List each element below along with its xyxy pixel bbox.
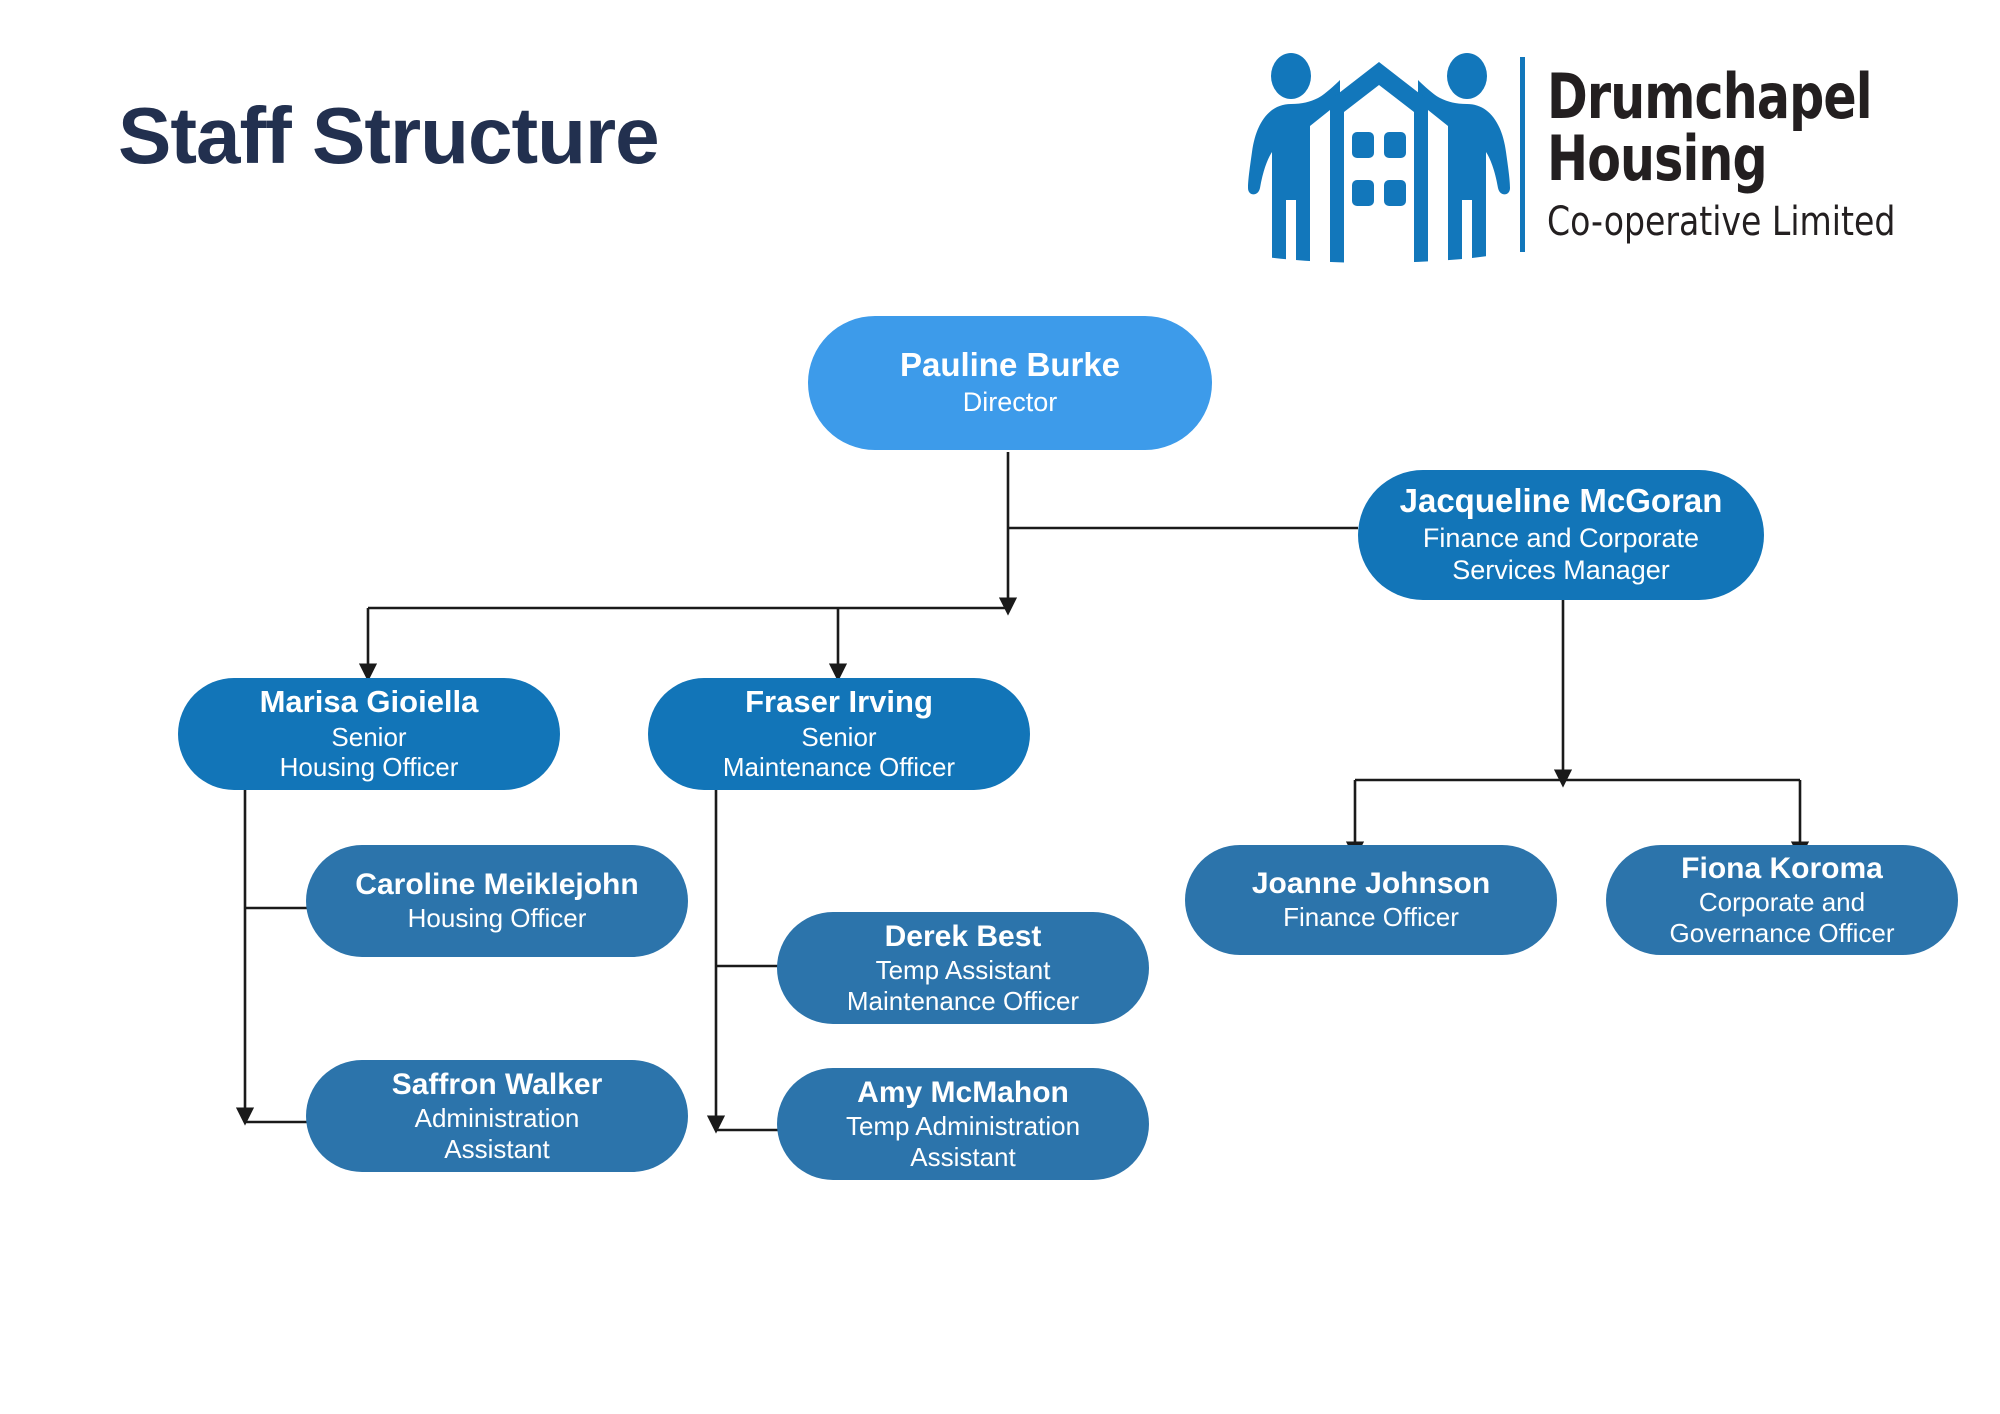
org-node-role-line: Temp Assistant bbox=[875, 955, 1051, 986]
logo-wordmark: Drumchapel Housing Co-operative Limited bbox=[1547, 60, 1926, 245]
org-node-role: Administration Assistant bbox=[415, 1103, 580, 1164]
org-node-role: Finance and Corporate Services Manager bbox=[1423, 523, 1699, 587]
org-node-role: Director bbox=[963, 387, 1058, 419]
logo-line-housing: Housing bbox=[1547, 122, 1768, 195]
org-node-role: Senior Housing Officer bbox=[280, 722, 459, 783]
org-node-role-line: Senior bbox=[331, 721, 407, 752]
org-node-role-line: Housing Officer bbox=[279, 752, 459, 783]
org-node-name: Fiona Koroma bbox=[1681, 851, 1883, 885]
page-title: Staff Structure bbox=[118, 91, 660, 180]
org-node-role-line: Senior bbox=[801, 721, 877, 752]
org-node-name: Pauline Burke bbox=[899, 346, 1121, 384]
org-node-role-line: Assistant bbox=[910, 1141, 1016, 1172]
org-node-role-line: Director bbox=[962, 387, 1058, 418]
logo-line-drumchapel: Drumchapel bbox=[1547, 60, 1873, 133]
org-node-fiona-koroma[interactable]: Fiona Koroma Corporate and Governance Of… bbox=[1606, 845, 1958, 955]
org-node-role-line: Maintenance Officer bbox=[722, 752, 956, 783]
org-node-role: Corporate and Governance Officer bbox=[1670, 887, 1895, 948]
org-node-name: Saffron Walker bbox=[391, 1067, 603, 1101]
org-node-role: Temp Assistant Maintenance Officer bbox=[847, 955, 1079, 1016]
drumchapel-housing-logo: Drumchapel Housing Co-operative Limited bbox=[1248, 30, 1980, 278]
org-node-amy-mcmahon[interactable]: Amy McMahon Temp Administration Assistan… bbox=[777, 1068, 1149, 1180]
org-node-name: Fraser Irving bbox=[745, 683, 933, 719]
org-node-role-line: Governance Officer bbox=[1669, 917, 1895, 948]
org-node-fraser-irving[interactable]: Fraser Irving Senior Maintenance Officer bbox=[648, 678, 1030, 790]
org-node-role: Housing Officer bbox=[408, 903, 587, 934]
org-node-name: Amy McMahon bbox=[857, 1075, 1069, 1109]
org-node-role: Temp Administration Assistant bbox=[846, 1111, 1080, 1172]
org-node-caroline-meiklejohn[interactable]: Caroline Meiklejohn Housing Officer bbox=[306, 845, 688, 957]
org-node-role: Finance Officer bbox=[1283, 902, 1459, 933]
org-node-role-line: Assistant bbox=[444, 1133, 550, 1164]
org-node-role-line: Finance Officer bbox=[1283, 902, 1459, 933]
org-node-name: Marisa Gioiella bbox=[259, 683, 479, 719]
org-node-name: Joanne Johnson bbox=[1251, 866, 1491, 900]
logo-divider bbox=[1520, 56, 1525, 252]
org-node-pauline-burke[interactable]: Pauline Burke Director bbox=[808, 316, 1212, 450]
org-node-role-line: Housing Officer bbox=[407, 903, 587, 934]
org-node-role-line: Finance and Corporate bbox=[1422, 523, 1700, 554]
two-people-house-icon bbox=[1248, 53, 1510, 268]
org-node-derek-best[interactable]: Derek Best Temp Assistant Maintenance Of… bbox=[777, 912, 1149, 1024]
org-node-joanne-johnson[interactable]: Joanne Johnson Finance Officer bbox=[1185, 845, 1557, 955]
org-node-role-line: Temp Administration bbox=[845, 1111, 1081, 1142]
org-node-marisa-gioiella[interactable]: Marisa Gioiella Senior Housing Officer bbox=[178, 678, 560, 790]
org-node-saffron-walker[interactable]: Saffron Walker Administration Assistant bbox=[306, 1060, 688, 1172]
org-node-role-line: Maintenance Officer bbox=[846, 985, 1080, 1016]
org-node-role-line: Corporate and bbox=[1698, 887, 1866, 918]
org-node-role-line: Administration bbox=[414, 1103, 580, 1134]
logo-line-cooperative: Co-operative Limited bbox=[1547, 199, 1896, 245]
org-node-role: Senior Maintenance Officer bbox=[723, 722, 955, 783]
org-node-role-line: Services Manager bbox=[1452, 554, 1670, 585]
org-node-name: Jacqueline McGoran bbox=[1399, 482, 1723, 520]
org-node-name: Caroline Meiklejohn bbox=[355, 867, 639, 901]
org-node-name: Derek Best bbox=[884, 919, 1042, 953]
org-node-jacqueline-mcgoran[interactable]: Jacqueline McGoran Finance and Corporate… bbox=[1358, 470, 1764, 600]
